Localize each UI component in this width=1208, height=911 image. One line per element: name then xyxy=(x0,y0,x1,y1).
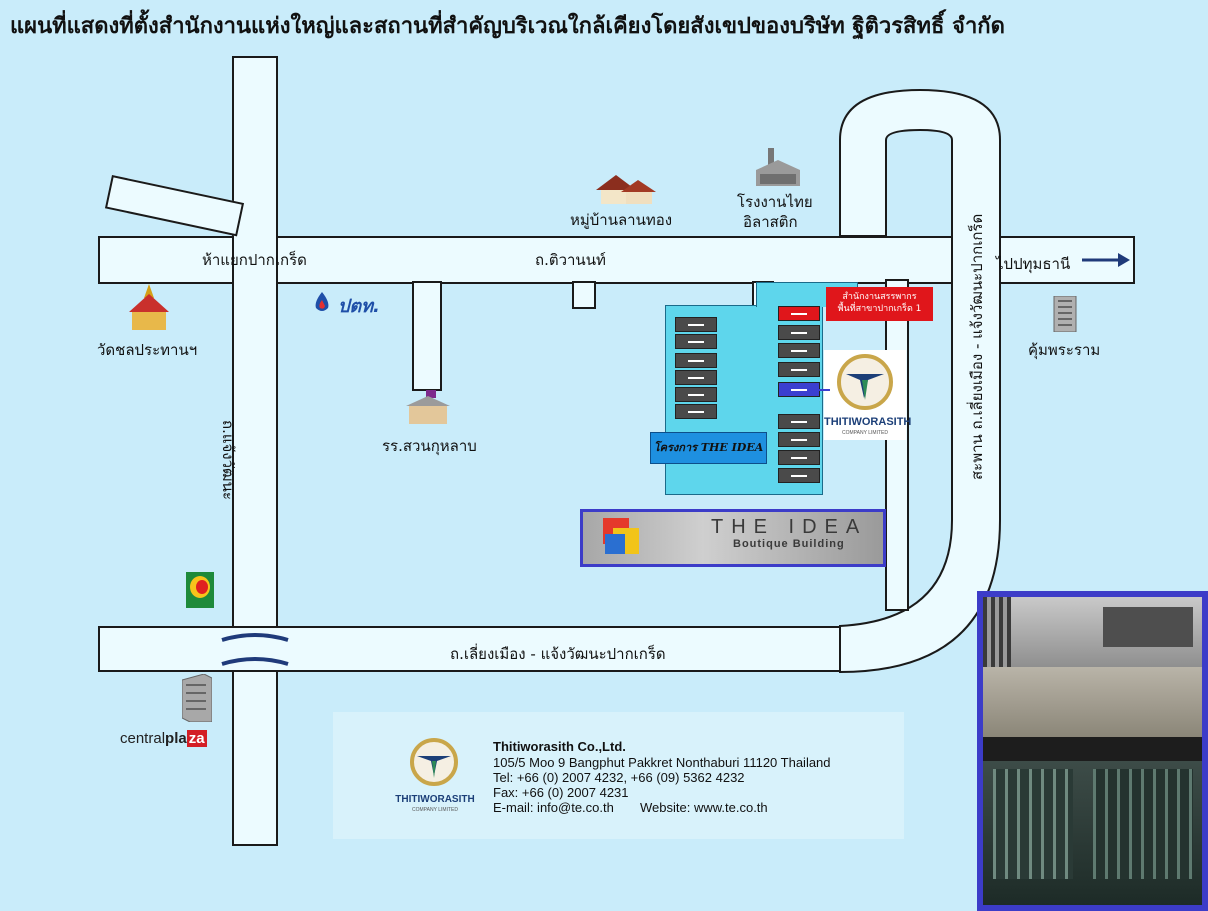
unit-block xyxy=(675,387,717,402)
unit-block xyxy=(675,353,717,368)
temple-icon xyxy=(124,284,174,332)
company-name: Thitiworasith Co.,Ltd. xyxy=(493,739,626,754)
label-school: รร.สวนกุหลาบ xyxy=(382,437,477,455)
central-b: pla xyxy=(165,730,187,747)
map-title: แผนที่แสดงที่ตั้งสำนักงานแห่งใหญ่และสถาน… xyxy=(10,14,1005,39)
company-info-logo-name: THITIWORASITH xyxy=(395,794,475,805)
building-photo xyxy=(977,591,1208,911)
label-bypass: ถ.เลี่ยงเมือง - แจ้งวัฒนะปากเกร็ด xyxy=(450,645,666,663)
sign-title: THE IDEA xyxy=(711,516,868,538)
unit-block xyxy=(778,343,820,358)
central-c: za xyxy=(186,730,207,747)
label-factory-1: โรงงานไทย xyxy=(737,193,813,211)
sign-sub: Boutique Building xyxy=(733,538,845,550)
company-logo-sub: COMPANY LIMITED xyxy=(842,430,888,436)
company-fax: Fax: +66 (0) 2007 4231 xyxy=(493,785,629,800)
unit-block xyxy=(675,317,717,332)
central-c-logo xyxy=(186,572,214,608)
ptt-label: ปตท. xyxy=(338,296,380,317)
revenue-line-2: พื้นที่สาขาปากเกร็ด 1 xyxy=(837,304,922,314)
company-email: E-mail: info@te.co.th xyxy=(493,800,614,815)
company-info-box: THITIWORASITH COMPANY LIMITED Thitiworas… xyxy=(333,712,904,839)
label-kum-phra-ram: คุ้มพระราม xyxy=(1028,341,1101,359)
unit-block xyxy=(675,404,717,419)
unit-block-company xyxy=(778,382,820,397)
unit-block xyxy=(675,334,717,349)
the-idea-sign: THE IDEA Boutique Building xyxy=(580,509,886,567)
central-plaza-icon xyxy=(181,673,213,723)
unit-block xyxy=(778,414,820,429)
label-factory-2: อิลาสติก xyxy=(743,213,798,231)
school-icon xyxy=(406,390,450,426)
unit-block xyxy=(675,370,717,385)
company-logo-site: THITIWORASITH COMPANY LIMITED xyxy=(824,350,912,440)
road-chaeng-vertical xyxy=(232,56,278,846)
building-icon xyxy=(1052,295,1078,333)
village-icon xyxy=(596,170,656,210)
label-chaeng-vertical: ถ.แจ้งวัฒนะ xyxy=(219,420,237,500)
unit-block xyxy=(778,325,820,340)
project-label-box: โครงการ THE IDEA xyxy=(650,432,767,464)
central-a: central xyxy=(120,730,166,747)
unit-block xyxy=(778,468,820,483)
company-address: 105/5 Moo 9 Bangphut Pakkret Nonthaburi … xyxy=(493,755,831,770)
unit-block-revenue xyxy=(778,306,820,321)
label-tiwanon: ถ.ติวานนท์ xyxy=(535,251,606,269)
company-tel: Tel: +66 (0) 2007 4232, +66 (09) 5362 42… xyxy=(493,770,745,785)
unit-block xyxy=(778,450,820,465)
revenue-line-1: สำนักงานสรรพากร xyxy=(842,292,917,302)
revenue-office-box: สำนักงานสรรพากร พื้นที่สาขาปากเกร็ด 1 xyxy=(826,287,933,321)
company-logo-icon xyxy=(410,738,458,786)
project-label: โครงการ THE IDEA xyxy=(653,441,764,454)
company-website: Website: www.te.co.th xyxy=(640,800,768,815)
label-to-pathum: ไปปทุมธานี xyxy=(996,255,1071,273)
label-temple: วัดชลประทานฯ xyxy=(97,341,198,359)
unit-block xyxy=(778,432,820,447)
factory-icon xyxy=(756,148,800,188)
label-village: หมู่บ้านลานทอง xyxy=(570,211,673,229)
company-pointer xyxy=(818,389,830,391)
company-info-logo-sub: COMPANY LIMITED xyxy=(412,807,458,813)
label-bridge: สะพาน ถ.เลี่ยงเมือง - แจ้งวัฒนะปากเกร็ด xyxy=(968,213,986,480)
label-intersection: ห้าแยกปากเกร็ด xyxy=(202,251,307,269)
ptt-logo: ปตท. xyxy=(310,290,390,317)
company-logo-name: THITIWORASITH xyxy=(824,416,912,428)
unit-block xyxy=(778,362,820,377)
